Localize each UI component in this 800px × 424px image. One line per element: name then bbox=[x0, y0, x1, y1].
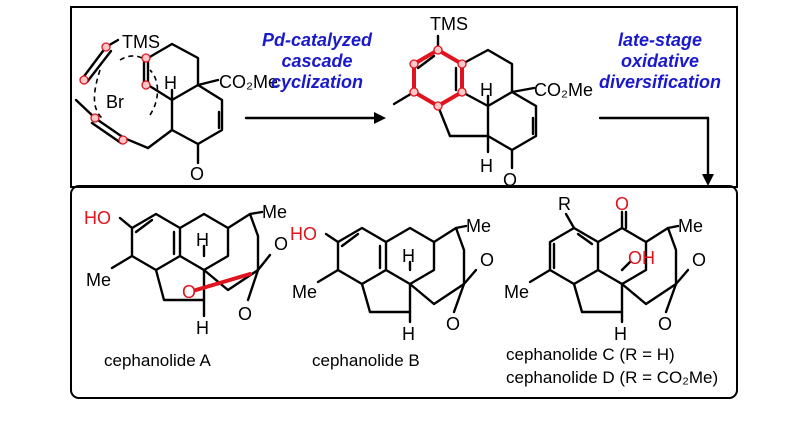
lactone-o-b1: O bbox=[480, 250, 494, 270]
oh-label: OH bbox=[628, 248, 655, 268]
co2me-label-2: CO₂Me bbox=[534, 80, 593, 100]
me-label-b2: Me bbox=[292, 282, 317, 302]
me-label-c: Me bbox=[678, 216, 703, 236]
h-label-b2: H bbox=[402, 324, 415, 344]
cephanolide-d-name: cephanolide D (R = CO₂Me) bbox=[506, 368, 718, 387]
cephanolide-a-name: cephanolide A bbox=[104, 351, 211, 370]
h-label-a1: H bbox=[196, 230, 209, 250]
br-label: Br bbox=[106, 92, 124, 112]
svg-text:cyclization: cyclization bbox=[271, 72, 363, 92]
condition-step2: late-stage oxidative diversification bbox=[599, 30, 721, 92]
me-label-c2: Me bbox=[504, 282, 529, 302]
ho-label-b: HO bbox=[290, 224, 317, 244]
ether-o-label: O bbox=[182, 282, 196, 302]
me-label-b: Me bbox=[466, 216, 491, 236]
svg-text:late-stage: late-stage bbox=[618, 30, 702, 50]
svg-text:diversification: diversification bbox=[599, 72, 721, 92]
h-label-3: H bbox=[480, 156, 493, 176]
starting-material: TMS O CO₂Me H Br bbox=[74, 32, 278, 184]
reaction-arrow-1 bbox=[244, 112, 386, 124]
cephanolide-b-name: cephanolide B bbox=[312, 351, 420, 370]
lactone-o-b2: O bbox=[446, 314, 460, 334]
bottom-frame bbox=[70, 185, 738, 399]
cyclized-intermediate: TMS O CO₂Me H H bbox=[392, 14, 593, 190]
svg-text:cascade: cascade bbox=[281, 51, 352, 71]
cephanolide-c-name: cephanolide C (R = H) bbox=[506, 345, 675, 364]
reaction-arrow-2 bbox=[598, 116, 714, 186]
co2me-label: CO₂Me bbox=[219, 72, 278, 92]
condition-step1: Pd-catalyzed cascade cyclization bbox=[262, 30, 373, 92]
svg-text:oxidative: oxidative bbox=[621, 51, 699, 71]
h-label-c: H bbox=[614, 324, 627, 344]
lactone-o-a2: O bbox=[238, 304, 252, 324]
cephanolide-a-structure: HO Me O O Me H H O bbox=[84, 202, 288, 338]
cephanolide-cd-structure: R O Me O O Me OH H bbox=[504, 194, 706, 344]
me-label-a: Me bbox=[262, 202, 287, 222]
svg-text:Pd-catalyzed: Pd-catalyzed bbox=[262, 30, 373, 50]
ketone-o-label-2: O bbox=[503, 170, 517, 190]
cephanolide-b-structure: HO Me O O Me H H bbox=[290, 216, 494, 344]
h-label-b1: H bbox=[402, 246, 415, 266]
tms-label-2: TMS bbox=[430, 14, 468, 34]
ketone-o-red: O bbox=[615, 194, 629, 214]
r-label: R bbox=[558, 194, 571, 214]
ho-label-a: HO bbox=[84, 208, 111, 228]
h-label-a2: H bbox=[196, 318, 209, 338]
lactone-o-c2: O bbox=[658, 314, 672, 334]
h-label-2: H bbox=[480, 80, 493, 100]
lactone-o-a1: O bbox=[274, 234, 288, 254]
tms-label: TMS bbox=[122, 32, 160, 52]
lactone-o-c1: O bbox=[692, 250, 706, 270]
me-label-a2: Me bbox=[86, 270, 111, 290]
h-label: H bbox=[164, 73, 177, 93]
ketone-o-label: O bbox=[190, 164, 204, 184]
